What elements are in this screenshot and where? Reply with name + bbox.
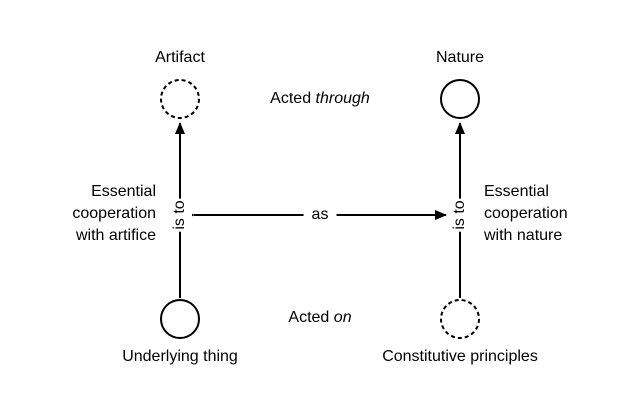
- underlying-thing-node: [160, 299, 200, 339]
- artifact-node: [160, 79, 200, 119]
- left-side-line-3: with artifice: [75, 227, 156, 244]
- is-to-right-label: is to: [448, 198, 472, 232]
- right-side-label: Essential cooperation with nature: [484, 181, 568, 247]
- left-side-label: Essential cooperation with artifice: [72, 181, 156, 247]
- nature-node: [440, 79, 480, 119]
- underlying-thing-label: Underlying thing: [122, 348, 238, 365]
- acted-through-prefix: Acted: [270, 90, 312, 107]
- right-side-line-3: with nature: [484, 227, 563, 244]
- constitutive-principles-node: [440, 299, 480, 339]
- is-to-left-label: is to: [168, 198, 192, 232]
- acted-on-label: Acted on: [288, 307, 351, 329]
- left-side-line-1: Essential: [91, 183, 156, 200]
- right-side-line-2: cooperation: [484, 205, 568, 222]
- constitutive-principles-label: Constitutive principles: [382, 348, 538, 365]
- acted-through-label: Acted through: [270, 88, 370, 110]
- as-label: as: [303, 205, 337, 225]
- acted-through-emphasis: through: [315, 90, 370, 107]
- acted-on-emphasis: on: [333, 309, 352, 326]
- right-side-line-1: Essential: [484, 183, 549, 200]
- left-side-line-2: cooperation: [72, 205, 156, 222]
- nature-label: Nature: [435, 49, 485, 66]
- artifact-label: Artifact: [155, 49, 205, 66]
- acted-on-prefix: Acted: [288, 309, 330, 326]
